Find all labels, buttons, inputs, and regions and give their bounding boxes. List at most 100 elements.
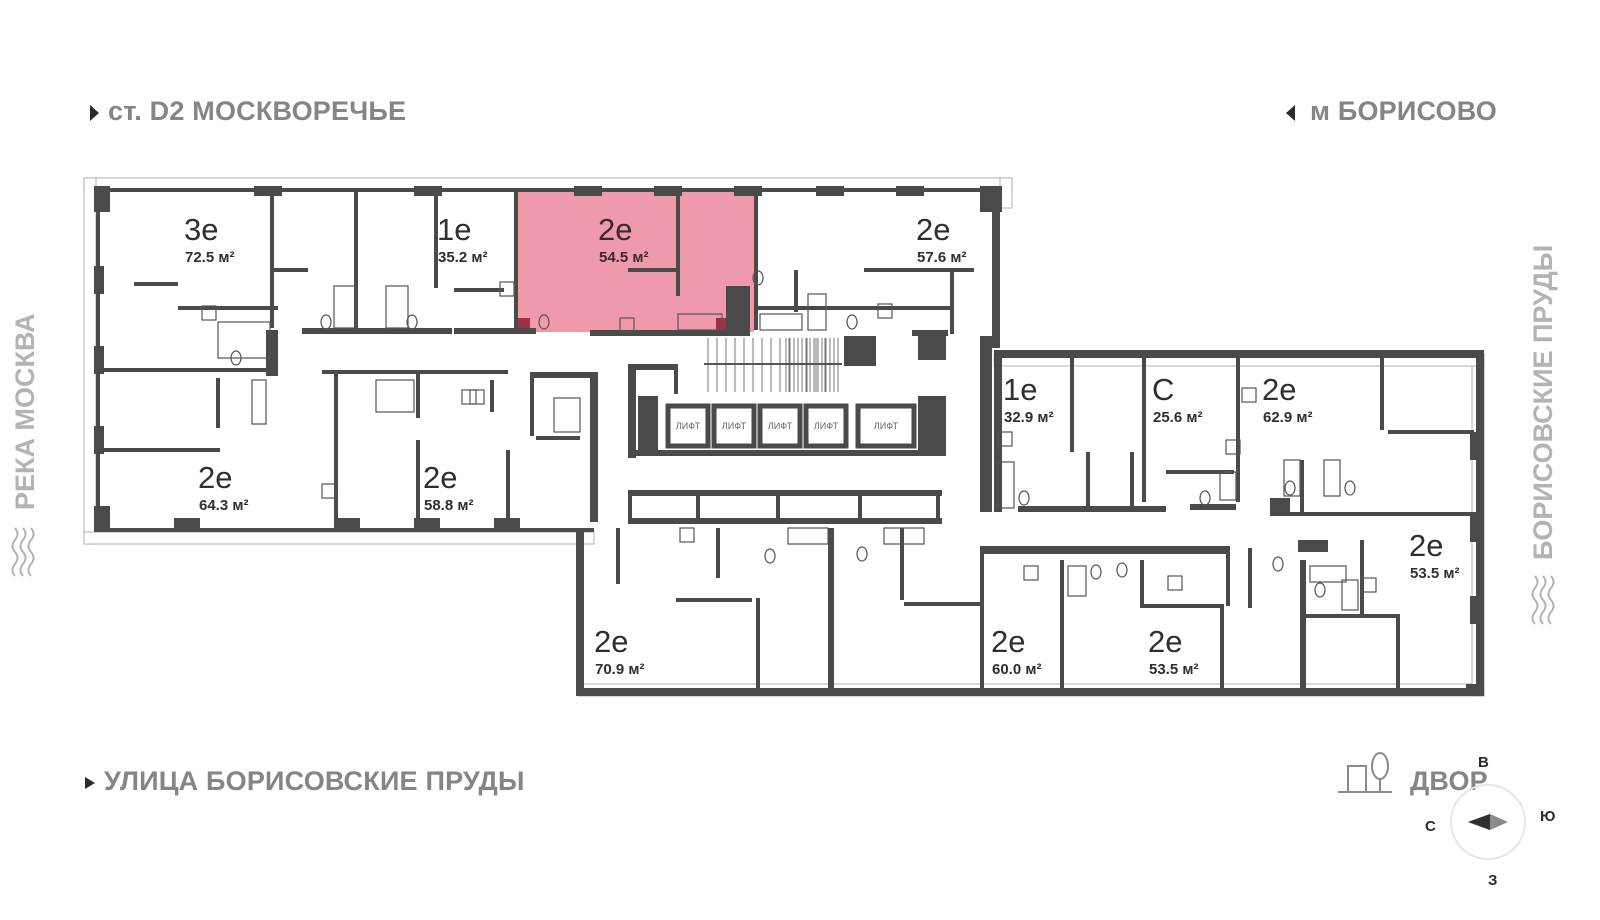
toilet: [1272, 556, 1284, 572]
wall: [96, 188, 1002, 192]
wall: [980, 546, 1228, 554]
stove: [1167, 575, 1183, 591]
water-waves-icon: [1531, 575, 1555, 625]
wall: [1136, 688, 1164, 696]
wall: [1220, 604, 1224, 688]
lift-label: ЛИФТ: [874, 421, 899, 431]
wall: [828, 528, 834, 688]
toilet: [1344, 480, 1356, 496]
compass-south-label: З: [1488, 872, 1498, 889]
stove: [1225, 439, 1241, 455]
stove: [997, 431, 1013, 447]
compass-north-label: В: [1478, 754, 1489, 771]
lift-label: ЛИФТ: [814, 421, 839, 431]
apartment-type: 2е: [594, 624, 628, 659]
wall: [950, 268, 954, 334]
stove: [1023, 565, 1039, 581]
wall: [756, 598, 760, 688]
core-wall: [674, 364, 678, 394]
stove: [469, 389, 485, 405]
apartment-type: 2е: [991, 624, 1025, 659]
wall: [1300, 460, 1304, 512]
toilet: [1018, 490, 1030, 506]
wall: [654, 186, 682, 196]
lift-label: ЛИФТ: [768, 421, 793, 431]
wall: [530, 372, 598, 378]
wall: [266, 330, 278, 376]
core-wall: [628, 450, 942, 456]
wall: [1056, 688, 1084, 696]
wall: [454, 288, 504, 292]
wall: [1470, 514, 1484, 542]
wall: [716, 528, 720, 578]
toilet: [752, 270, 764, 286]
wall: [254, 186, 282, 196]
wall: [664, 690, 692, 696]
apartment-area: 54.5 м²: [599, 249, 648, 266]
bathtub: [1283, 459, 1301, 497]
wall: [628, 490, 942, 496]
wall: [94, 186, 110, 212]
selected-apartment-fill: [516, 190, 754, 332]
apartment-type: 3е: [184, 212, 218, 247]
apartment-a12[interactable]: 2е 60.0 м²: [991, 624, 1041, 678]
bathtub: [1309, 565, 1347, 583]
wall: [676, 196, 680, 296]
stove: [321, 483, 337, 499]
wall: [490, 380, 494, 412]
wall: [216, 378, 220, 428]
fixtures: [201, 270, 1377, 611]
apartment-area: 62.9 м²: [1263, 409, 1312, 426]
apartment-area: 25.6 м²: [1153, 409, 1202, 426]
wall: [174, 518, 200, 532]
apartment-a8[interactable]: С25.6 м²: [1152, 372, 1202, 426]
wall: [1360, 540, 1364, 614]
wall: [322, 370, 508, 374]
wall: [1140, 604, 1220, 608]
core-wall: [628, 364, 678, 370]
apartment-area: 35.2 м²: [438, 249, 487, 266]
stove: [679, 527, 695, 543]
wall: [1070, 358, 1074, 452]
apartment-area: 32.9 м²: [1004, 409, 1053, 426]
wall: [94, 506, 110, 532]
core-wall: [628, 364, 636, 458]
wall: [514, 188, 518, 330]
wall: [576, 688, 1484, 696]
toilet: [1199, 490, 1211, 506]
window-frame: [83, 531, 595, 545]
lift: [757, 403, 803, 449]
wall: [530, 372, 534, 436]
bathtub: [807, 293, 827, 331]
wall: [992, 188, 1000, 348]
bathtub: [385, 285, 409, 329]
wall: [816, 186, 844, 196]
core-wall: [918, 336, 946, 360]
apartment-area: 60.0 м²: [992, 661, 1041, 678]
wall: [754, 306, 954, 310]
wall: [816, 688, 844, 696]
wall: [1248, 548, 1252, 608]
top-left-landmark-label: ст. D2 МОСКВОРЕЧЬЕ: [108, 96, 407, 126]
bathtub: [1067, 565, 1087, 597]
wall: [434, 188, 438, 288]
wall: [1360, 512, 1480, 516]
bathtub: [251, 379, 267, 425]
wall: [1296, 688, 1324, 696]
core-wall: [872, 336, 876, 366]
wall: [1086, 452, 1090, 506]
stove: [1241, 387, 1257, 403]
